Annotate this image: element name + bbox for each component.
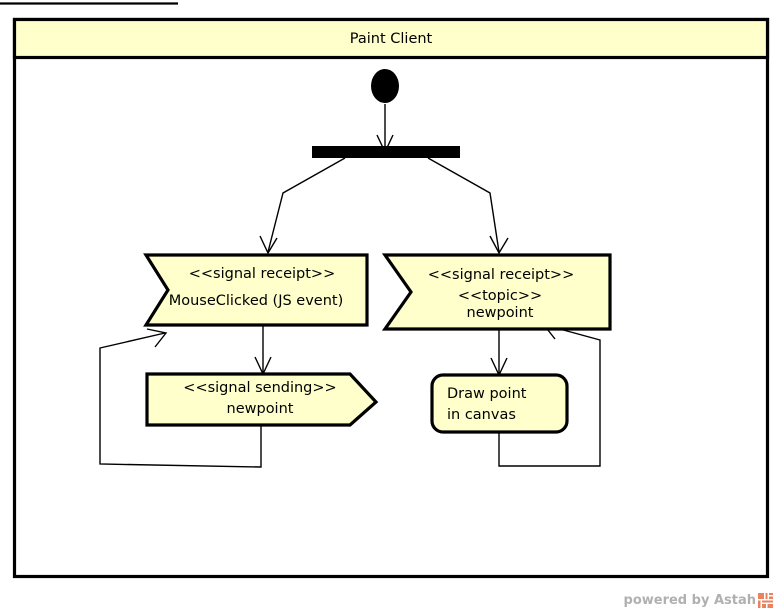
signal-receipt-newpoint-line-2: <<topic>> — [458, 288, 542, 304]
signal-receipt-newpoint-line-1: <<signal receipt>> — [428, 267, 574, 283]
signal-receipt-mouseclicked-line-1: <<signal receipt>> — [189, 266, 335, 282]
arrow-fork-to-newpoint-receipt — [489, 235, 509, 255]
flow-fork-to-mouseclicked — [267, 157, 346, 253]
flow-loopback-left — [99, 332, 262, 468]
signal-receipt-mouseclicked-line-2: MouseClicked (JS event) — [169, 293, 344, 309]
astah-logo-icon — [758, 593, 773, 608]
astah-watermark-label: powered by Astah — [623, 593, 756, 608]
signal-receipt-mouseclicked[interactable] — [143, 253, 369, 327]
partition-title: Paint Client — [350, 31, 433, 47]
arrow-loopback-left — [146, 328, 168, 348]
signal-receipt-newpoint-line-3: newpoint — [467, 305, 534, 321]
initial-node[interactable] — [371, 69, 399, 103]
astah-watermark: powered by Astah — [624, 593, 773, 608]
signal-receipt-newpoint[interactable] — [381, 253, 612, 331]
signal-sending-newpoint[interactable] — [145, 372, 379, 427]
fork-bar[interactable] — [312, 146, 460, 158]
signal-sending-newpoint-line-2: newpoint — [227, 401, 294, 417]
action-draw-point-line-1: Draw point — [447, 386, 527, 402]
signal-sending-newpoint-line-1: <<signal sending>> — [183, 380, 336, 396]
partition-frame — [12, 17, 770, 579]
arrow-fork-to-mouseclicked — [259, 235, 278, 255]
partition-header[interactable] — [12, 17, 770, 60]
flow-fork-to-newpoint-receipt — [427, 157, 500, 253]
action-draw-point-line-2: in canvas — [447, 407, 516, 423]
action-draw-point[interactable] — [430, 373, 569, 434]
flow-loopback-right — [498, 324, 601, 467]
